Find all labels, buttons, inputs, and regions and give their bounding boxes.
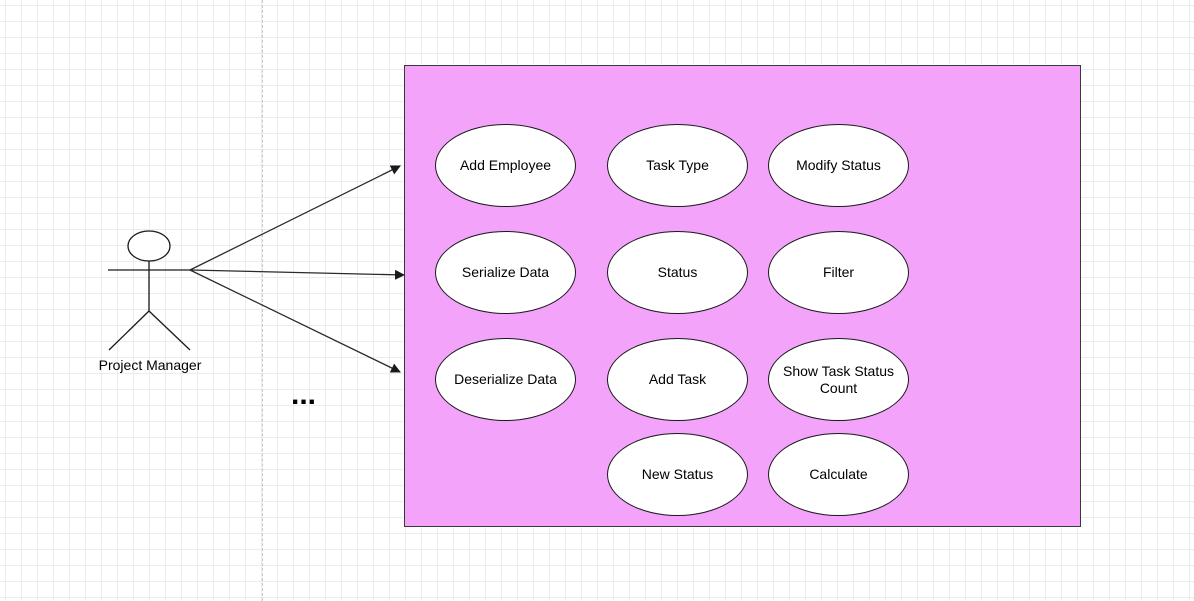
association-arrow-bottom[interactable] [189,269,401,373]
usecase-task-type[interactable]: Task Type [607,124,748,207]
usecase-show-task-status-count[interactable]: Show Task Status Count [768,338,909,421]
actor-figure[interactable] [108,230,191,351]
usecase-filter[interactable]: Filter [768,231,909,314]
usecase-serialize-data[interactable]: Serialize Data [435,231,576,314]
usecase-modify-status[interactable]: Modify Status [768,124,909,207]
usecase-add-task[interactable]: Add Task [607,338,748,421]
actor-left-leg [108,310,150,351]
swimlane-divider [262,0,263,601]
association-arrow-top[interactable] [189,165,401,271]
usecase-new-status[interactable]: New Status [607,433,748,516]
association-arrow-middle[interactable] [189,269,405,280]
actor-label: Project Manager [98,357,202,373]
ellipsis-more: ... [291,378,317,411]
usecase-add-employee[interactable]: Add Employee [435,124,576,207]
usecase-deserialize-data[interactable]: Deserialize Data [435,338,576,421]
usecase-status[interactable]: Status [607,231,748,314]
actor-head [127,230,171,262]
actor-right-leg [148,310,191,351]
usecase-calculate[interactable]: Calculate [768,433,909,516]
